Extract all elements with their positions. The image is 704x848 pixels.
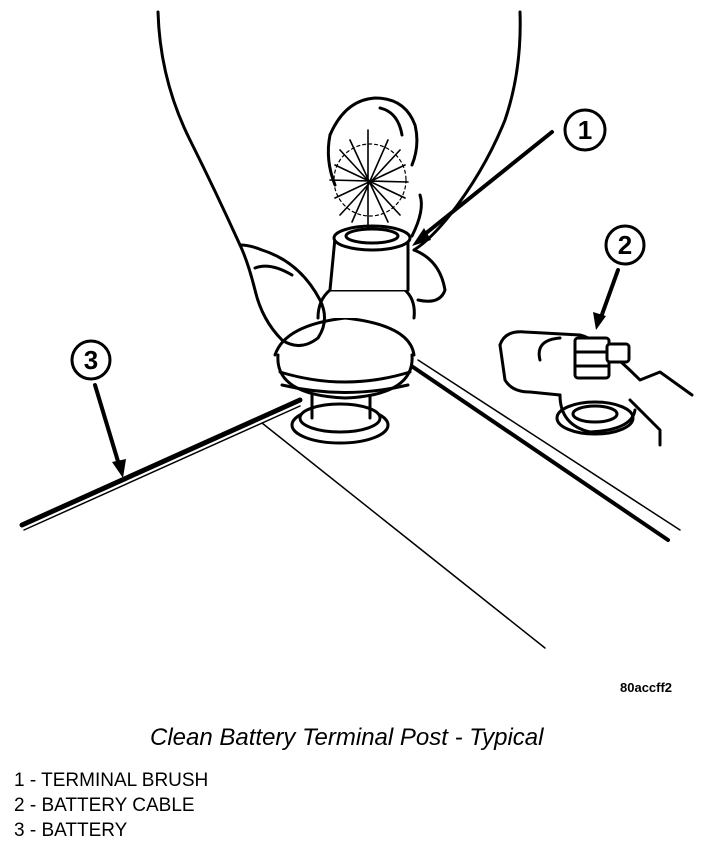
battery-cable: [498, 330, 694, 447]
arrow-head-2: [593, 312, 606, 330]
leader-arrows: [93, 130, 620, 470]
battery-outline: [19, 359, 681, 649]
callout-2-number: 2: [618, 230, 632, 260]
terminal-brush: [273, 224, 416, 400]
callout-legend: 1 - TERMINAL BRUSH 2 - BATTERY CABLE 3 -…: [14, 768, 208, 843]
legend-separator: -: [24, 795, 42, 816]
figure-id-code: 80accff2: [620, 680, 673, 695]
legend-separator: -: [24, 820, 42, 841]
legend-number: 3: [14, 820, 25, 841]
legend-number: 1: [14, 770, 25, 791]
legend-item: 1 - TERMINAL BRUSH: [14, 768, 208, 793]
hand: [156, 10, 522, 347]
terminal-cleaning-illustration: 1 2 3: [19, 10, 694, 649]
callout-2-circle: [604, 224, 646, 266]
callout-1-circle: [563, 108, 607, 152]
brush-bristles: [329, 129, 409, 229]
figure-caption: Clean Battery Terminal Post - Typical: [150, 724, 544, 751]
legend-label: TERMINAL BRUSH: [41, 770, 209, 791]
legend-number: 2: [14, 795, 25, 816]
legend-separator: -: [24, 770, 42, 791]
legend-label: BATTERY: [41, 820, 128, 841]
legend-item: 2 - BATTERY CABLE: [14, 793, 208, 818]
arrow-head-1: [412, 228, 431, 246]
legend-label: BATTERY CABLE: [41, 795, 195, 816]
callout-1-number: 1: [578, 115, 592, 145]
legend-item: 3 - BATTERY: [14, 818, 208, 843]
callout-3-circle: [70, 339, 112, 381]
callout-3-number: 3: [84, 345, 98, 375]
arrow-head-3: [112, 459, 126, 478]
battery-post: [290, 393, 390, 445]
